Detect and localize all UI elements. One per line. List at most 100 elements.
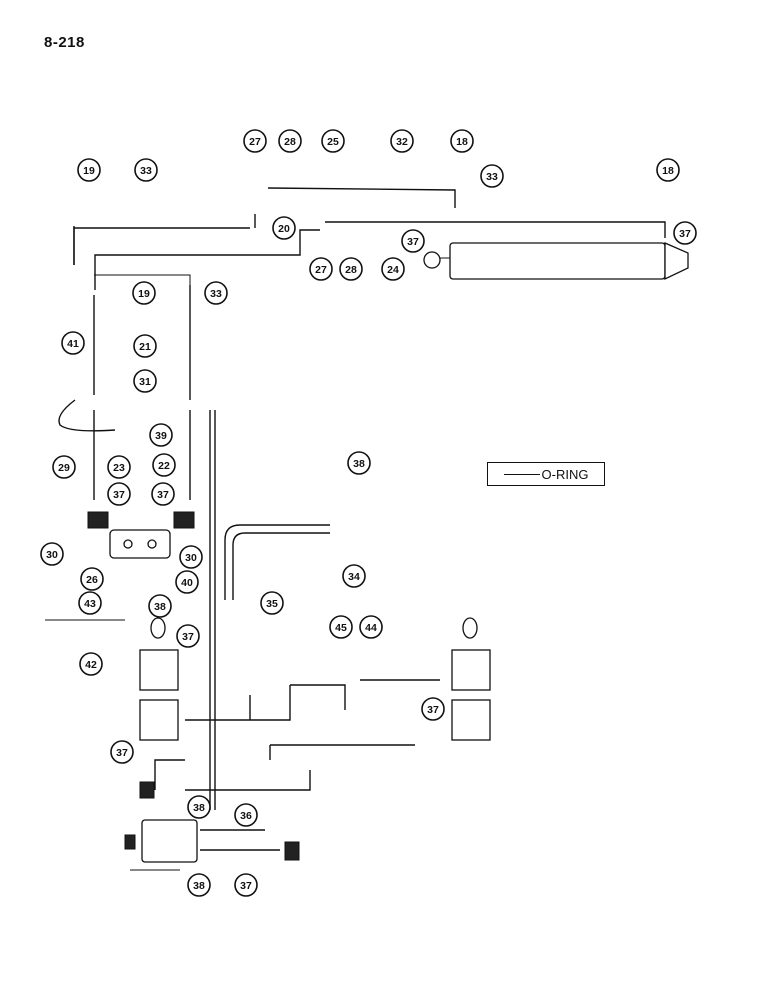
svg-text:28: 28 — [284, 136, 296, 148]
svg-text:29: 29 — [58, 462, 70, 474]
callout-40: 40 — [175, 570, 199, 594]
svg-text:18: 18 — [456, 136, 468, 148]
svg-text:32: 32 — [396, 136, 408, 148]
callout-29: 29 — [52, 455, 76, 479]
svg-text:27: 27 — [315, 264, 327, 276]
svg-text:37: 37 — [407, 236, 419, 248]
callout-37: 37 — [110, 740, 134, 764]
svg-text:38: 38 — [193, 802, 205, 814]
cylinder-right-small — [451, 617, 491, 741]
callout-45: 45 — [329, 615, 353, 639]
callout-37: 37 — [401, 229, 425, 253]
svg-text:37: 37 — [427, 704, 439, 716]
callout-34: 34 — [342, 564, 366, 588]
svg-text:33: 33 — [140, 165, 152, 177]
svg-text:34: 34 — [348, 571, 360, 583]
svg-text:37: 37 — [679, 228, 691, 240]
svg-text:38: 38 — [154, 601, 166, 613]
callout-42: 42 — [79, 652, 103, 676]
svg-text:39: 39 — [155, 430, 167, 442]
svg-text:22: 22 — [158, 460, 170, 472]
callout-37: 37 — [151, 482, 175, 506]
cylinder-lift-large — [423, 242, 689, 281]
svg-text:18: 18 — [662, 165, 674, 177]
svg-text:19: 19 — [83, 165, 95, 177]
callout-21: 21 — [133, 334, 157, 358]
o-ring-legend: O-RING — [487, 462, 605, 486]
svg-text:45: 45 — [335, 622, 347, 634]
callout-23: 23 — [107, 455, 131, 479]
svg-text:35: 35 — [266, 598, 278, 610]
callout-38: 38 — [347, 451, 371, 475]
callout-43: 43 — [78, 591, 102, 615]
callout-33: 33 — [134, 158, 158, 182]
callout-37: 37 — [673, 221, 697, 245]
svg-text:38: 38 — [193, 880, 205, 892]
svg-text:37: 37 — [113, 489, 125, 501]
svg-text:37: 37 — [116, 747, 128, 759]
svg-text:43: 43 — [84, 598, 96, 610]
cylinder-left-small — [139, 617, 179, 741]
page-number: 8-218 — [44, 34, 85, 51]
svg-text:41: 41 — [67, 338, 79, 350]
svg-text:37: 37 — [157, 489, 169, 501]
callout-24: 24 — [381, 257, 405, 281]
callout-38: 38 — [148, 594, 172, 618]
callout-44: 44 — [359, 615, 383, 639]
callout-18: 18 — [450, 129, 474, 153]
callout-37: 37 — [176, 624, 200, 648]
callout-35: 35 — [260, 591, 284, 615]
callout-36: 36 — [234, 803, 258, 827]
svg-text:26: 26 — [86, 574, 98, 586]
svg-text:36: 36 — [240, 810, 252, 822]
callout-37: 37 — [107, 482, 131, 506]
callout-33: 33 — [480, 164, 504, 188]
svg-text:28: 28 — [345, 264, 357, 276]
callout-37: 37 — [234, 873, 258, 897]
callout-30: 30 — [179, 545, 203, 569]
svg-text:24: 24 — [387, 264, 399, 276]
o-ring-legend-line — [503, 473, 540, 475]
callout-27: 27 — [309, 257, 333, 281]
svg-text:33: 33 — [210, 288, 222, 300]
callout-38: 38 — [187, 795, 211, 819]
callout-38: 38 — [187, 873, 211, 897]
callout-41: 41 — [61, 331, 85, 355]
callout-27: 27 — [243, 129, 267, 153]
svg-text:42: 42 — [85, 659, 97, 671]
callout-33: 33 — [204, 281, 228, 305]
part-callouts: 19 33 27 28 25 32 18 33 18 37 37 20 27 2… — [40, 129, 697, 897]
callout-30: 30 — [40, 542, 64, 566]
svg-text:25: 25 — [327, 136, 339, 148]
svg-text:37: 37 — [240, 880, 252, 892]
callout-28: 28 — [278, 129, 302, 153]
svg-text:23: 23 — [113, 462, 125, 474]
svg-text:37: 37 — [182, 631, 194, 643]
callout-22: 22 — [152, 453, 176, 477]
callout-19: 19 — [132, 281, 156, 305]
callout-39: 39 — [149, 423, 173, 447]
svg-text:38: 38 — [353, 458, 365, 470]
svg-text:33: 33 — [486, 171, 498, 183]
svg-text:19: 19 — [138, 288, 150, 300]
callout-31: 31 — [133, 369, 157, 393]
control-valve-body — [87, 511, 195, 559]
callout-26: 26 — [80, 567, 104, 591]
callout-37: 37 — [421, 697, 445, 721]
svg-text:31: 31 — [139, 376, 151, 388]
svg-text:20: 20 — [278, 223, 290, 235]
svg-text:44: 44 — [365, 622, 377, 634]
svg-text:21: 21 — [139, 341, 151, 353]
o-ring-legend-label: O-RING — [541, 466, 589, 482]
svg-text:40: 40 — [181, 577, 193, 589]
callout-20: 20 — [272, 216, 296, 240]
tubing-lines — [45, 187, 666, 871]
callout-32: 32 — [390, 129, 414, 153]
callout-25: 25 — [321, 129, 345, 153]
callout-28: 28 — [339, 257, 363, 281]
lower-valve-block — [124, 781, 300, 863]
svg-text:27: 27 — [249, 136, 261, 148]
callout-18: 18 — [656, 158, 680, 182]
callout-19: 19 — [77, 158, 101, 182]
